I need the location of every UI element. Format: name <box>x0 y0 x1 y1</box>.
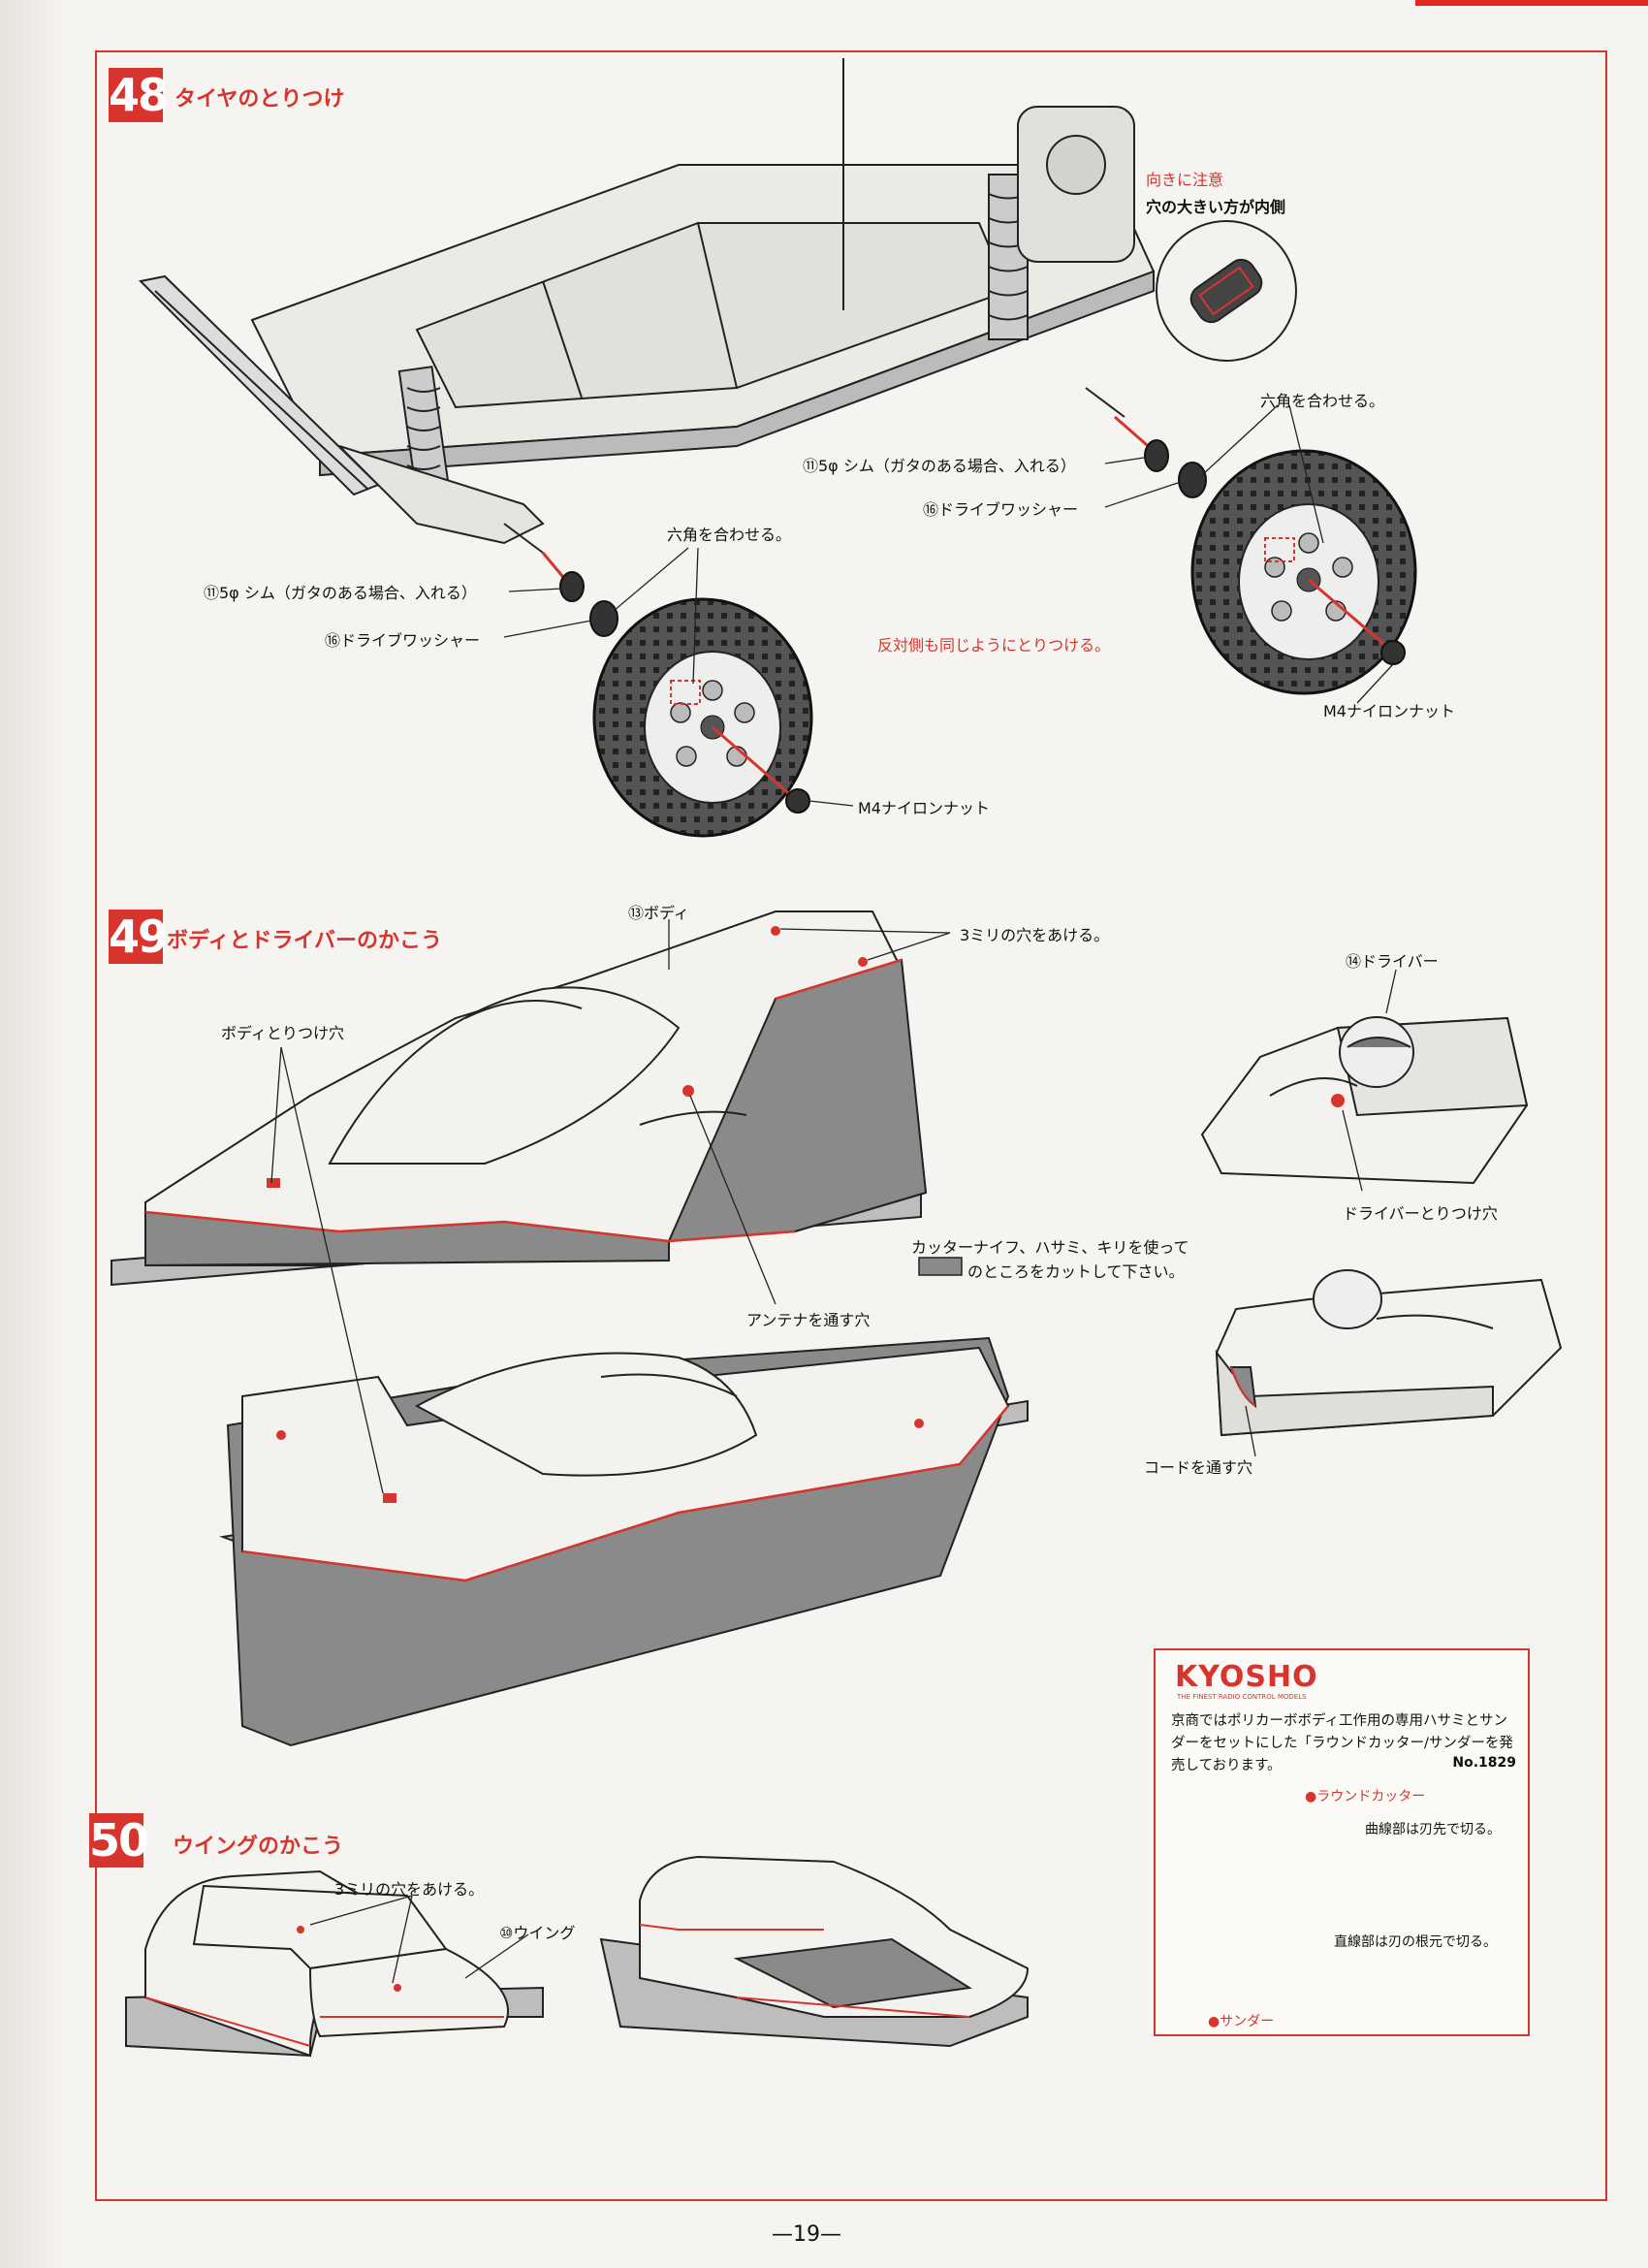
driver-mount-hole-label: ドライバーとりつけ穴 <box>1343 1204 1498 1223</box>
drive-washer-left-label: ⑯ドライブワッシャー <box>325 631 481 650</box>
step-49-title: ボディとドライバーのかこう <box>167 929 443 953</box>
kyosho-product-number: No.1829 <box>1452 1755 1516 1771</box>
direction-detail <box>1156 220 1297 362</box>
kyosho-description: 京商ではポリカーボボディ工作用の専用ハサミとサンダーをセットにした「ラウンドカッ… <box>1171 1713 1513 1773</box>
left-wheel-assembly <box>541 552 813 838</box>
direction-warning: 向きに注意 <box>1146 171 1224 189</box>
body-top-illustration <box>111 910 928 1287</box>
straight-cut-note: 直線部は刃の根元で切る。 <box>1334 1934 1497 1950</box>
round-cutter-label: ●ラウンドカッター <box>1305 1789 1426 1805</box>
curve-cut-note: 曲線部は刃先で切る。 <box>1365 1822 1501 1837</box>
shim-left-label: ⑪5φ シム（ガタのある場合、入れる） <box>204 584 477 602</box>
chassis-illustration <box>138 58 1156 554</box>
step-50-number: 50 <box>89 1813 149 1868</box>
right-wheel-assembly <box>1114 415 1417 695</box>
body-part-label: ⑬ボディ <box>628 904 689 922</box>
opposite-side-note: 反対側も同じようにとりつける。 <box>877 636 1111 655</box>
step-48-title: タイヤのとりつけ <box>174 87 345 112</box>
page-number: —19— <box>772 2222 841 2247</box>
wing-part-label: ⑩ウイング <box>499 1924 576 1942</box>
cut-instruction-line1: カッターナイフ、ハサミ、キリを使って <box>911 1238 1189 1257</box>
step-49-number: 49 <box>109 910 169 964</box>
body-hole-3mm-label: 3ミリの穴をあける。 <box>960 926 1110 944</box>
cord-hole-label: コードを通す穴 <box>1144 1458 1253 1477</box>
wing-right-illustration <box>599 1855 1030 2048</box>
kyosho-logo: KYOSHO <box>1175 1660 1318 1694</box>
step49-leaders <box>270 919 951 1494</box>
wing-left-illustration <box>125 1869 544 2058</box>
binding-shadow <box>0 0 68 2268</box>
kyosho-tagline: THE FINEST RADIO CONTROL MODELS <box>1177 1693 1307 1701</box>
cut-area-swatch <box>918 1257 963 1276</box>
sander-label: ●サンダー <box>1208 2014 1275 2029</box>
wing-hole-3mm-label: 3ミリの穴をあける。 <box>334 1880 485 1899</box>
antenna-hole-label: アンテナを通す穴 <box>746 1311 871 1329</box>
step-50-title: ウイングのかこう <box>173 1835 344 1859</box>
direction-note: 穴の大きい方が内側 <box>1146 198 1286 216</box>
align-hex-right-label: 六角を合わせる。 <box>1260 392 1385 410</box>
step50-leaders <box>309 1895 529 1984</box>
drive-washer-right-label: ⑯ドライブワッシャー <box>923 500 1079 519</box>
step-48-number: 48 <box>109 68 169 122</box>
driver-top-illustration <box>1200 969 1529 1192</box>
page-frame <box>95 50 1607 2201</box>
step48-leaders <box>503 404 1394 807</box>
driver-part-label: ⑭ドライバー <box>1346 952 1439 971</box>
shim-right-label: ⑪5φ シム（ガタのある場合、入れる） <box>803 457 1076 475</box>
top-red-stripe <box>1415 0 1648 6</box>
nylon-nut-right-label: M4ナイロンナット <box>1323 702 1455 720</box>
body-bottom-illustration <box>219 1336 1029 1747</box>
cut-instruction-line2: のところをカットして下さい。 <box>967 1262 1185 1281</box>
body-mount-hole-label: ボディとりつけ穴 <box>221 1024 345 1042</box>
driver-bottom-illustration <box>1215 1269 1563 1457</box>
kyosho-product-box: KYOSHO THE FINEST RADIO CONTROL MODELS 京… <box>1154 1648 1530 2036</box>
nylon-nut-left-label: M4ナイロンナット <box>858 799 990 817</box>
align-hex-left-label: 六角を合わせる。 <box>667 526 792 544</box>
